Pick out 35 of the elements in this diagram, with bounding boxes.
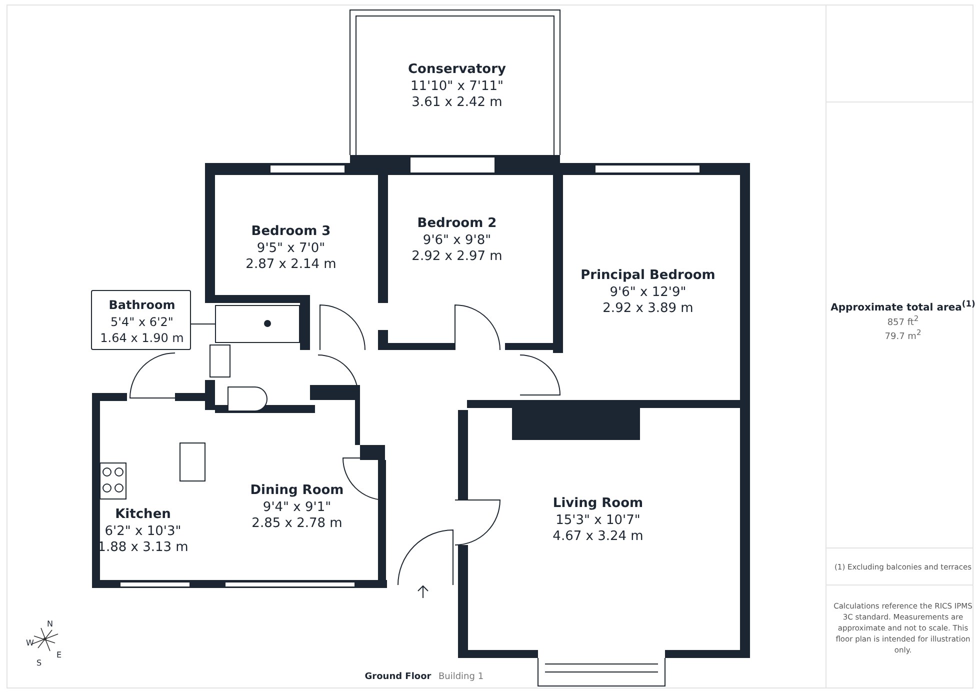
compass-letter: W bbox=[26, 638, 34, 648]
room-dimensions: 4.67 x 3.24 m bbox=[552, 529, 644, 545]
room-dimensions: 11'10" x 7'11" bbox=[410, 79, 504, 95]
room-name: Bedroom 3 bbox=[251, 223, 331, 241]
room-dimensions: 5'4" x 6'2" bbox=[110, 314, 174, 330]
room-dimensions: 6'2" x 10'3" bbox=[104, 524, 182, 540]
area-value: 79.7 m$^{2}$ bbox=[884, 328, 922, 342]
area-heading: Approximate total area$^{(1)}$ bbox=[830, 298, 976, 314]
room-dimensions: 2.92 x 2.97 m bbox=[412, 249, 502, 265]
room-name: Bathroom bbox=[108, 297, 176, 314]
room-label-box bbox=[91, 290, 191, 350]
floor-name: Ground Floor bbox=[364, 672, 432, 682]
room-name: Bedroom 2 bbox=[417, 215, 497, 233]
room-dimensions: 9'6" x 9'8" bbox=[422, 233, 492, 249]
room-dimensions: 9'5" x 7'0" bbox=[256, 241, 326, 257]
room-name: Dining Room bbox=[250, 482, 344, 500]
room-name: Kitchen bbox=[115, 506, 171, 524]
room-name: Conservatory bbox=[408, 61, 506, 79]
room-dimensions: 15'3" x 10'7" bbox=[556, 513, 640, 529]
room-dimensions: 3.61 x 2.42 m bbox=[412, 95, 502, 111]
room-dimensions: 2.92 x 3.89 m bbox=[602, 301, 694, 317]
building-name: Building 1 bbox=[438, 672, 484, 682]
room-name: Living Room bbox=[552, 495, 644, 513]
room-name: Principal Bedroom bbox=[580, 267, 716, 285]
bathtub bbox=[215, 305, 300, 343]
compass-letter: E bbox=[56, 650, 62, 660]
room-dimensions: 1.64 x 1.90 m bbox=[100, 330, 184, 346]
room-dimensions: 2.85 x 2.78 m bbox=[252, 516, 342, 532]
room-dimensions: 9'4" x 9'1" bbox=[262, 500, 332, 516]
room-dimensions: 2.87 x 2.14 m bbox=[246, 257, 336, 273]
room-dimensions: 1.88 x 3.13 m bbox=[98, 540, 188, 556]
room-dimensions: 9'6" x 12'9" bbox=[610, 285, 686, 301]
compass-letter: S bbox=[36, 658, 42, 668]
area-value: 857 ft$^{2}$ bbox=[887, 314, 919, 328]
compass-letter: N bbox=[47, 620, 53, 628]
